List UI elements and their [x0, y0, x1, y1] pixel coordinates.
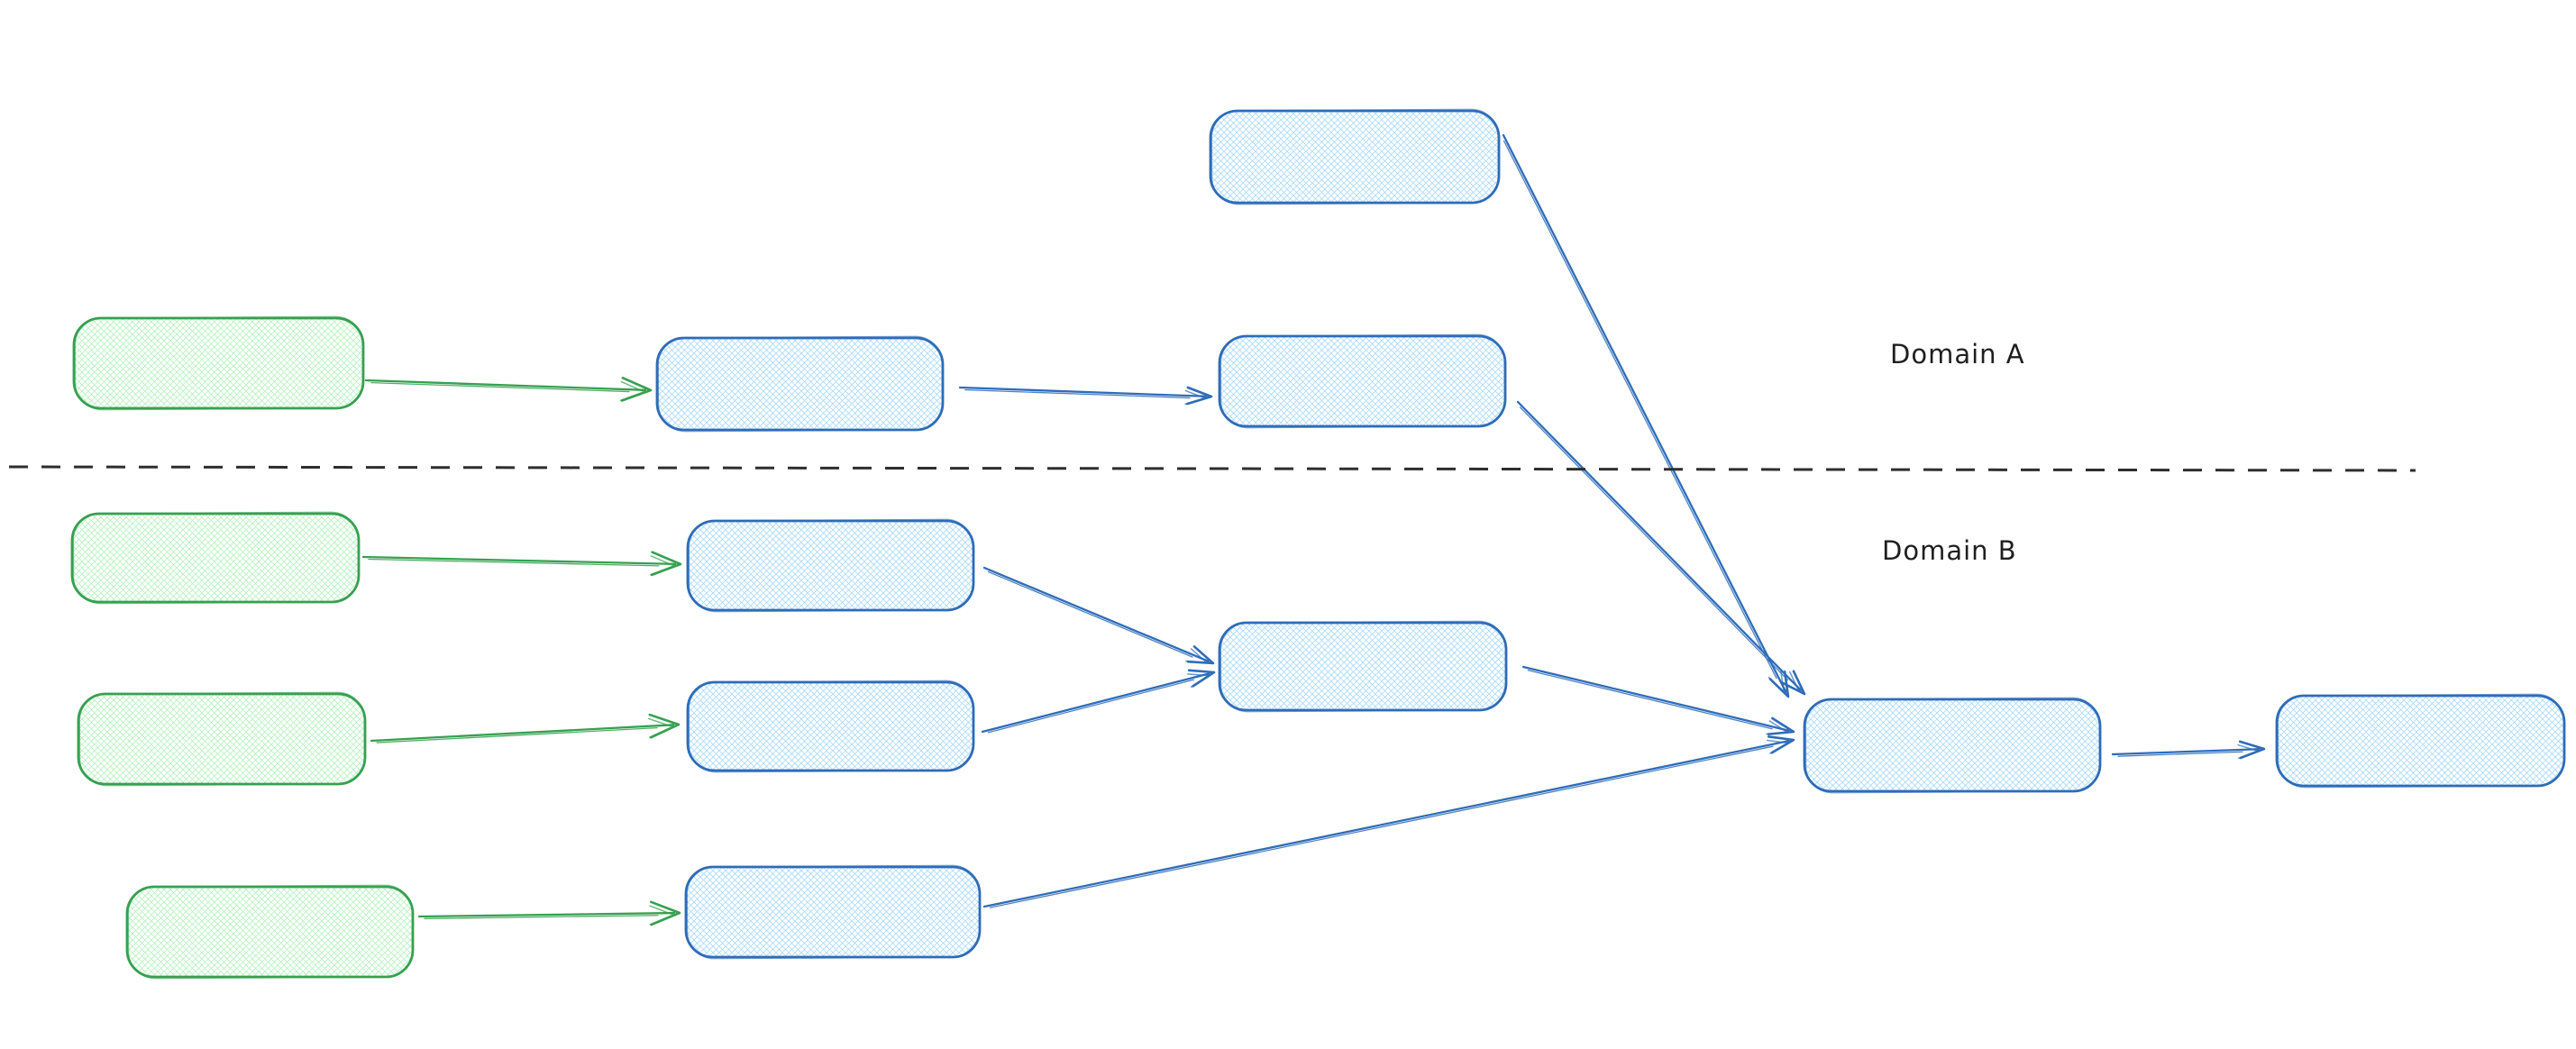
- b-step2-box: [686, 680, 975, 772]
- b-aggregate-box-sketch-outline: [1804, 697, 2101, 794]
- arrowhead-icon: [1768, 670, 1785, 693]
- node-b-output-box: [2275, 693, 2566, 789]
- node-b-step2-box: [686, 680, 975, 773]
- edge-middle-to-aggregate: [1521, 665, 1795, 735]
- edge-a-step1-to-a-step2: [958, 386, 1213, 406]
- a-step2-box-sketch-outline: [1219, 333, 1506, 429]
- edge-shaft: [1516, 400, 1802, 691]
- edge-aggregate-to-output: [2111, 740, 2266, 760]
- edge-shaft-sketch: [1503, 140, 1777, 680]
- edge-b-step2-to-middle: [981, 669, 1216, 734]
- b-output-box-sketch-outline: [2277, 693, 2565, 789]
- edge-shaft: [370, 724, 675, 743]
- edge-shaft-sketch: [424, 915, 659, 919]
- a-extra-box-sketch-outline: [1210, 108, 1500, 205]
- edge-shaft-sketch: [987, 570, 1193, 658]
- domain-b-label: Domain B: [1882, 535, 2017, 566]
- edge-shaft: [982, 740, 1790, 908]
- domain-divider-line: [8, 465, 2416, 472]
- b-step2-box-sketch-outline: [688, 680, 974, 773]
- divider-layer: [8, 465, 2416, 472]
- edge-shaft: [1521, 665, 1790, 732]
- arrowhead-icon: [650, 555, 675, 576]
- edge-shaft-sketch: [368, 558, 660, 567]
- a-source-box-sketch-outline: [74, 315, 364, 411]
- arrowhead-icon: [647, 717, 673, 738]
- b-source1-box: [70, 512, 361, 604]
- edge-shaft: [417, 911, 676, 918]
- edge-b-step1-to-middle: [982, 566, 1215, 665]
- edge-b-step3-to-aggregate: [982, 735, 1795, 908]
- node-b-source1-box: [70, 511, 361, 605]
- edge-shaft: [2111, 748, 2261, 756]
- b-step3-box-sketch-outline: [686, 864, 981, 960]
- edge-shaft: [982, 566, 1210, 662]
- arrowhead-icon: [1187, 673, 1210, 689]
- node-b-source2-box: [77, 691, 367, 787]
- arrowhead-icon: [1767, 739, 1789, 754]
- edge-b-source2-to-b-step2: [370, 713, 681, 743]
- b-step1-box-sketch-outline: [688, 518, 974, 613]
- edge-shaft-sketch: [370, 381, 630, 393]
- b-source2-box: [77, 692, 367, 786]
- a-step1-box-sketch-outline: [657, 335, 944, 433]
- edges-layer: [361, 133, 2266, 926]
- edge-shaft: [361, 555, 677, 566]
- arrowhead-icon: [619, 380, 645, 401]
- a-step1-box: [655, 336, 945, 432]
- node-b-step3-box: [684, 864, 982, 960]
- nodes-layer: [70, 108, 2566, 980]
- arrowhead-icon: [1184, 389, 1206, 406]
- edge-a-step2-to-aggregate: [1516, 400, 1806, 696]
- node-a-extra-box: [1209, 108, 1501, 205]
- edge-b-source3-to-b-step3: [417, 900, 681, 926]
- b-step3-box: [684, 865, 982, 959]
- b-output-box: [2275, 694, 2566, 788]
- edge-shaft: [364, 379, 647, 391]
- arrowhead-icon: [1185, 648, 1208, 663]
- edge-shaft: [958, 386, 1208, 397]
- node-a-step2-box: [1218, 333, 1507, 429]
- b-aggregate-box: [1803, 698, 2102, 793]
- node-b-source3-box: [125, 884, 415, 980]
- arrowhead-icon: [2237, 743, 2259, 760]
- b-middle-box: [1218, 621, 1508, 712]
- b-middle-box-sketch-outline: [1219, 620, 1507, 713]
- b-source2-box-sketch-outline: [78, 691, 366, 787]
- edge-shaft-sketch: [2117, 751, 2243, 757]
- edge-shaft-sketch: [964, 388, 1191, 399]
- edge-shaft-sketch: [1519, 406, 1789, 681]
- edge-a-extra-to-aggregate: [1502, 133, 1790, 698]
- b-source3-box: [125, 885, 415, 979]
- domain-a-label: Domain A: [1890, 339, 2025, 369]
- edge-shaft-sketch: [989, 745, 1774, 908]
- a-extra-box: [1209, 109, 1501, 205]
- edge-shaft-sketch: [376, 727, 658, 743]
- arrowhead-icon: [1779, 670, 1800, 692]
- arrowhead-icon: [649, 905, 674, 926]
- edge-b-source1-to-b-step1: [361, 551, 682, 577]
- a-step2-box: [1218, 334, 1507, 428]
- edge-a-source-to-a-step1: [364, 376, 653, 402]
- a-source-box: [72, 316, 365, 410]
- arrowhead-icon: [1766, 720, 1788, 735]
- b-source3-box-sketch-outline: [127, 884, 414, 980]
- node-b-step1-box: [686, 518, 975, 613]
- b-source1-box-sketch-outline: [72, 511, 360, 605]
- b-step1-box: [686, 519, 975, 612]
- node-b-aggregate-box: [1803, 697, 2102, 794]
- node-a-source-box: [72, 315, 365, 411]
- edge-shaft: [1502, 133, 1787, 693]
- node-b-middle-box: [1218, 620, 1508, 713]
- edge-shaft-sketch: [987, 679, 1195, 734]
- edge-shaft: [981, 672, 1210, 734]
- edge-shaft-sketch: [1527, 670, 1773, 730]
- node-a-step1-box: [655, 335, 945, 433]
